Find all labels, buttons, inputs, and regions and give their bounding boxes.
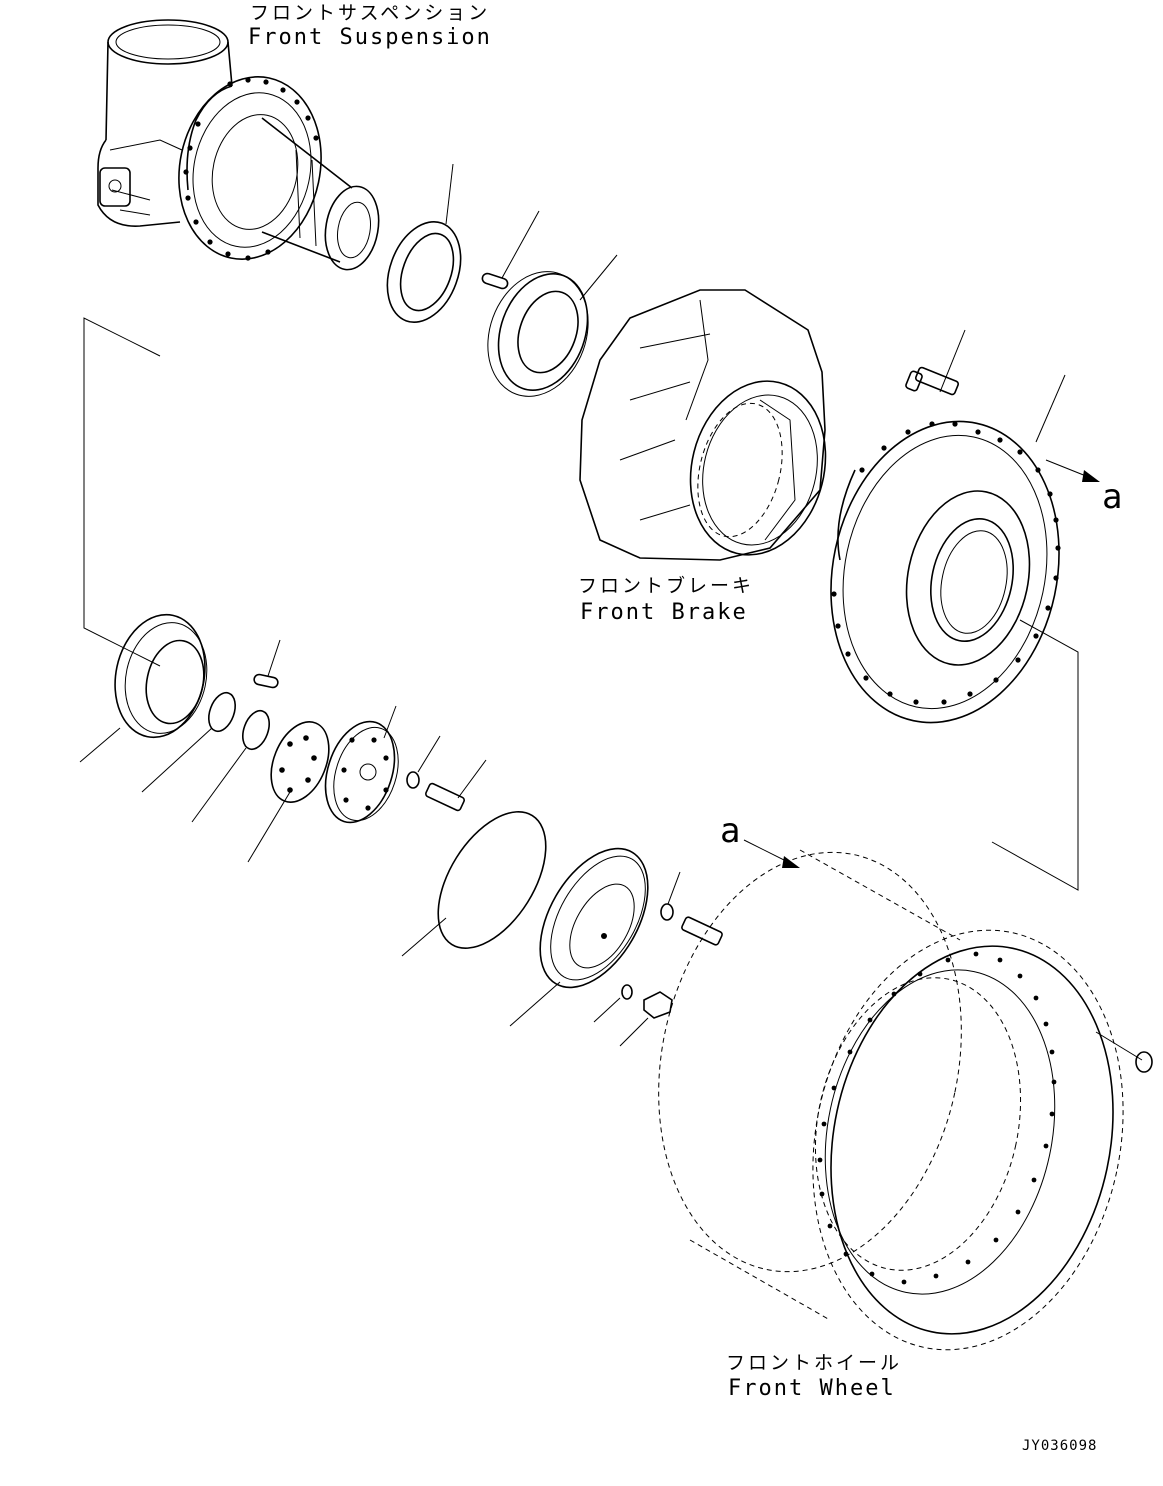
- reference-arrow-a-upper: [1045, 459, 1100, 482]
- retainer-plate: [247, 721, 330, 863]
- drawing-code: JY036098: [1022, 1438, 1097, 1454]
- rim-bolt-holes: [817, 951, 1057, 1285]
- cover-bolt: [681, 916, 723, 946]
- assembly-bracket-right: [991, 619, 1079, 891]
- plug-seal: [593, 984, 633, 1023]
- front-suspension-assembly: [97, 19, 380, 271]
- upper-seal-ring: [386, 163, 462, 324]
- reference-arrow-a-lower: [743, 839, 800, 868]
- assembly-bracket-left: [83, 317, 161, 667]
- carrier-holes: [831, 421, 1061, 705]
- retainer-bolt: [425, 759, 487, 812]
- o-ring: [401, 811, 547, 957]
- cover-lock-washer: [660, 871, 681, 921]
- front-brake-label-en: Front Brake: [580, 600, 748, 625]
- brake-disc-carrier: [830, 374, 1066, 724]
- front-wheel-label-en: Front Wheel: [728, 1376, 896, 1401]
- retainer-disc: [324, 705, 399, 824]
- lower-bearing: [79, 613, 208, 763]
- suspension-flange-holes: [183, 77, 319, 261]
- front-wheel-rim: [658, 849, 1153, 1351]
- reference-letter-a-upper: a: [1102, 477, 1122, 517]
- carrier-bolt: [905, 329, 966, 396]
- upper-dowel-pin: [481, 210, 540, 290]
- front-wheel-label-jp: フロントホイール: [726, 1352, 902, 1374]
- shim-plate: [191, 709, 270, 823]
- lower-dowel-pin: [253, 639, 281, 689]
- reference-letter-a-lower: a: [720, 811, 740, 851]
- hub-cover: [509, 847, 649, 1027]
- front-suspension-label-en: Front Suspension: [248, 25, 492, 50]
- lock-washer-small: [406, 735, 441, 789]
- front-brake-housing: [579, 289, 827, 561]
- thrust-washer: [141, 691, 236, 793]
- front-brake-label-jp: フロントブレーキ: [578, 574, 754, 597]
- front-suspension-label-jp: フロントサスペンション: [250, 2, 490, 24]
- upper-bearing: [487, 254, 618, 397]
